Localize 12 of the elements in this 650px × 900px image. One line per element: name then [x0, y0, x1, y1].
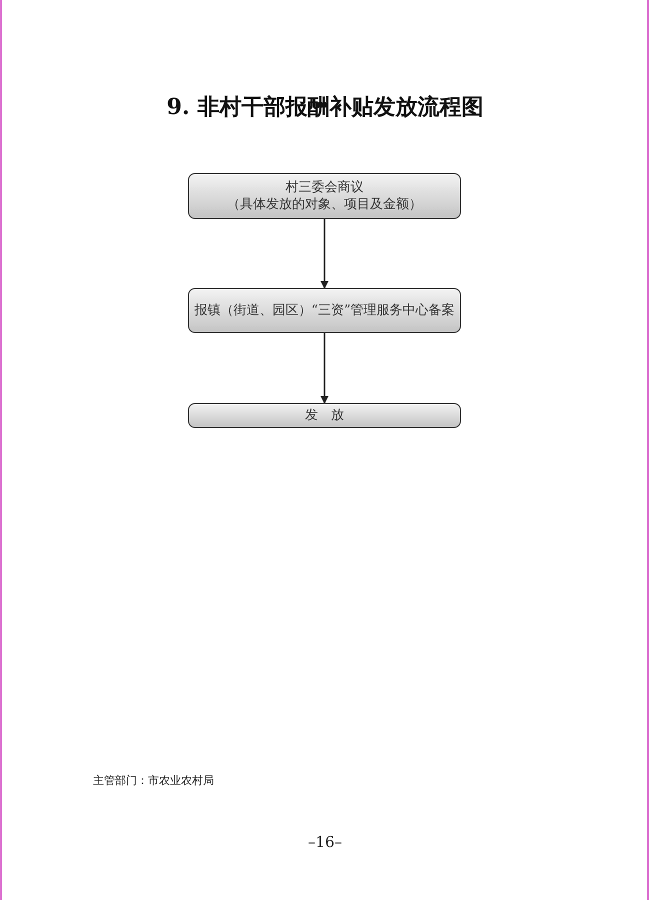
box-text: 村三委会商议: [286, 179, 364, 196]
department-note: 主管部门：市农业农村局: [93, 773, 214, 788]
box-text: 发 放: [305, 407, 344, 424]
box-text: 报镇（街道、园区）“三资”管理服务中心备案: [194, 302, 455, 319]
arrow: [320, 333, 328, 404]
process-box: [188, 288, 461, 333]
page-number: –16–: [306, 833, 344, 851]
arrow: [320, 219, 328, 289]
process-box: [188, 173, 461, 219]
process-box: [188, 403, 461, 428]
title: 9. 非村干部报酬补贴发放流程图: [166, 93, 484, 122]
box-text: （具体发放的对象、项目及金额）: [227, 196, 422, 213]
